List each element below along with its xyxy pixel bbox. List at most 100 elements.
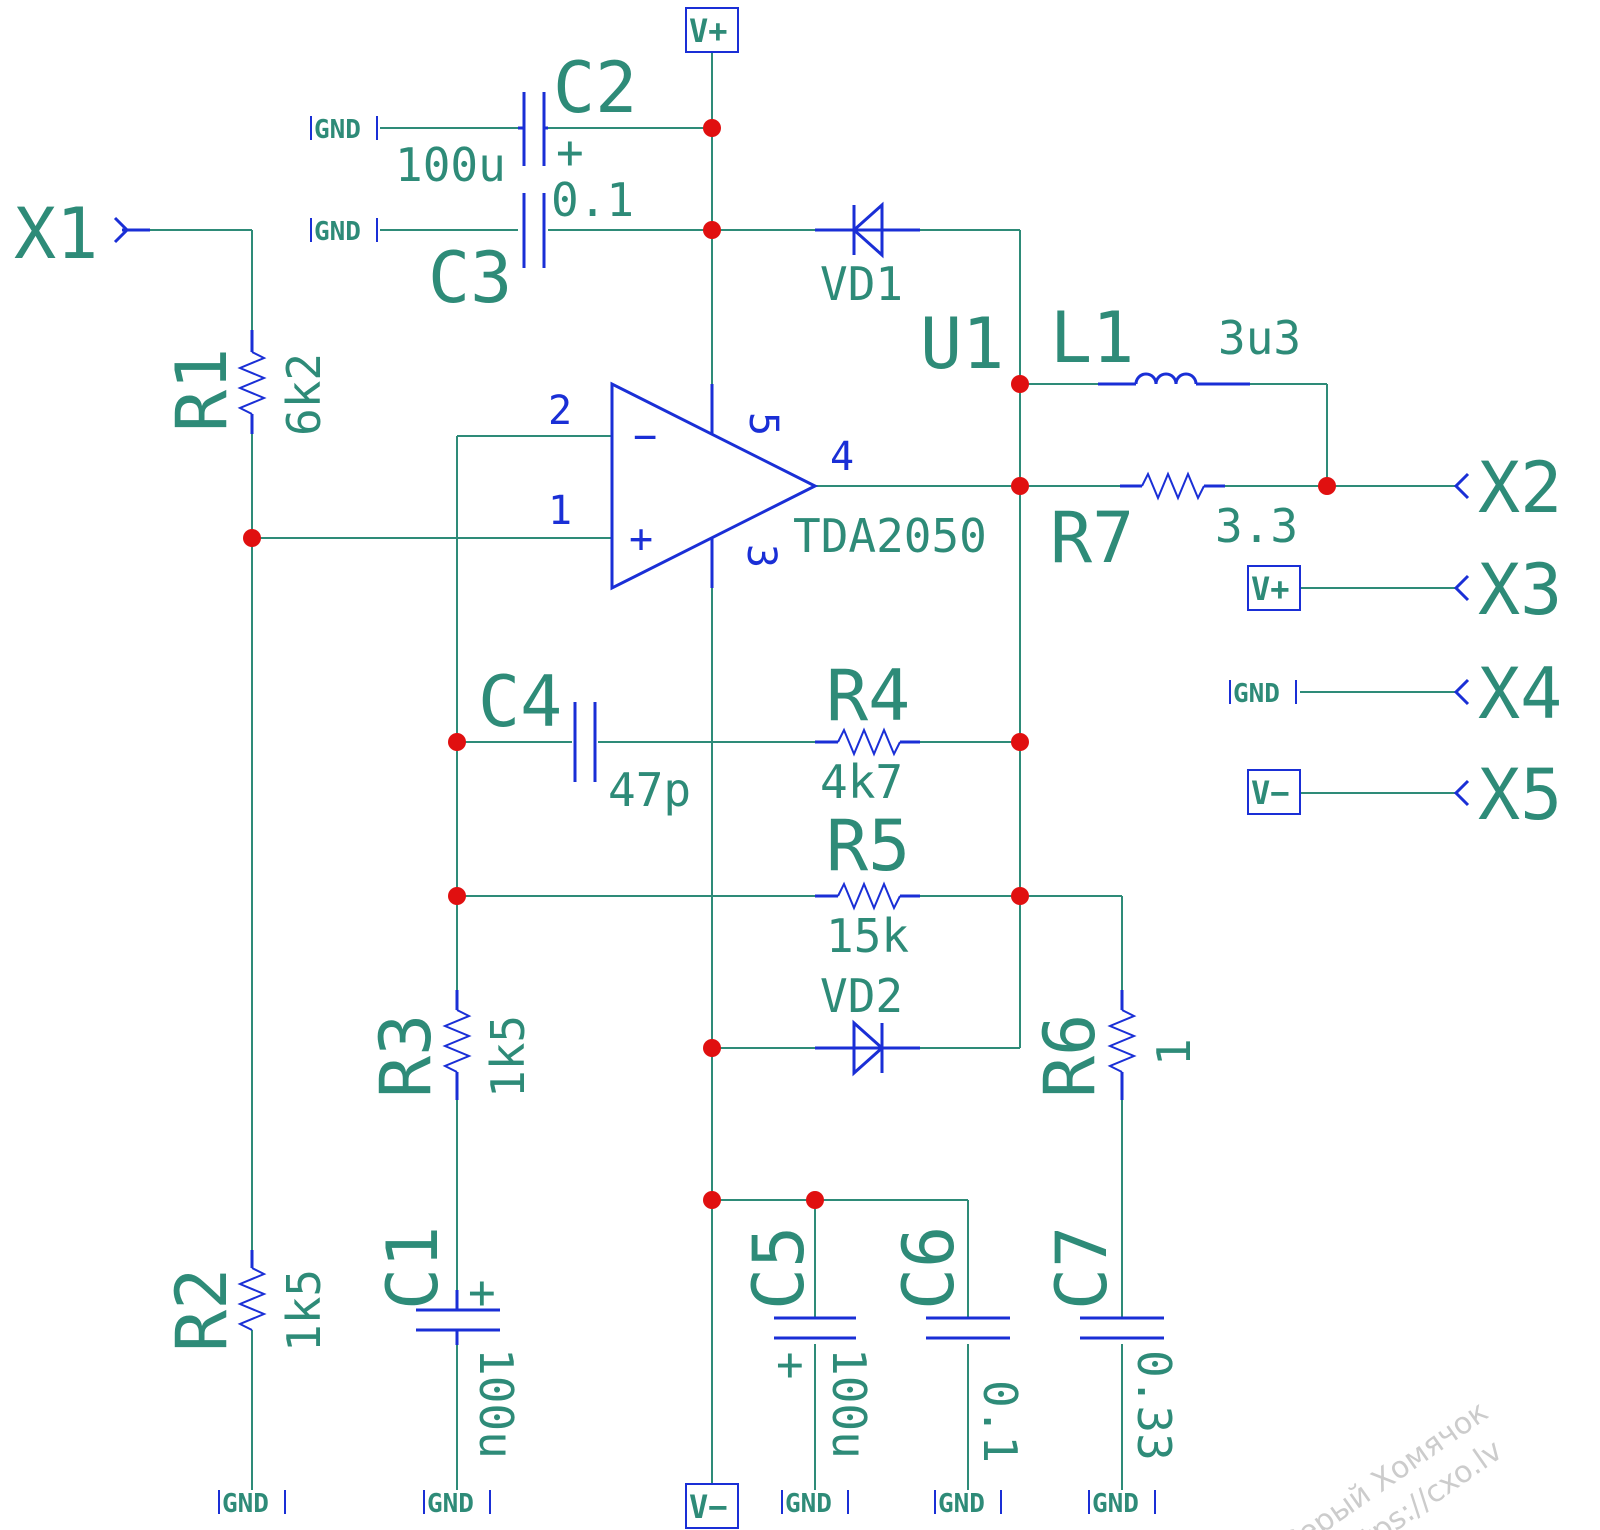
x1-label: X1	[14, 193, 98, 275]
r7-value-label: 3.3	[1215, 499, 1298, 553]
gnd-flag-c6: GND	[934, 1489, 1002, 1519]
capacitor-c2: + C2 100u	[395, 47, 637, 192]
capacitor-c4: C4 47p	[478, 661, 691, 817]
vpos-flag-x3: V+	[1247, 565, 1301, 611]
gnd-flag-c3: GND	[310, 217, 378, 247]
wires	[150, 52, 1458, 1490]
c3-value-label: 0.1	[551, 173, 634, 227]
c4-ref-label: C4	[478, 661, 562, 743]
connector-x3: X3	[1453, 549, 1562, 631]
connector-x5: X5	[1453, 754, 1562, 836]
opamp-plus-sign: +	[629, 516, 653, 562]
capacitor-c6: C6 0.1	[888, 1226, 1027, 1463]
diode-vd1: VD1	[815, 201, 920, 311]
gnd-flag-x4: GND	[1229, 679, 1297, 709]
junction-dots	[243, 119, 1336, 1209]
c3-ref-label: C3	[428, 237, 512, 319]
c1-polarity-mark: +	[468, 1265, 496, 1319]
gnd-flag-c5: GND	[781, 1489, 849, 1519]
vneg-flag-x5: V−	[1247, 769, 1301, 815]
r2-ref-label: R2	[161, 1268, 243, 1352]
r4-value-label: 4k7	[820, 755, 903, 809]
r3-ref-label: R3	[365, 1014, 447, 1098]
opamp-minus-sign: −	[633, 414, 657, 460]
c7-ref-label: C7	[1041, 1226, 1123, 1310]
x4-label: X4	[1478, 653, 1562, 735]
pin-in-plus-label: 1	[548, 488, 572, 534]
pin-vpos-label: 5	[740, 412, 786, 436]
gnd-flag-r2: GND	[218, 1489, 286, 1519]
gnd-label-c2: GND	[314, 115, 361, 145]
c6-value-label: 0.1	[973, 1380, 1027, 1463]
resistor-r3: R3 1k5	[365, 990, 535, 1100]
x5-label: X5	[1478, 754, 1562, 836]
c1-ref-label: C1	[372, 1226, 454, 1310]
opamp-u1: − + 2 1 4 5 3 TDA2050 U1	[548, 303, 1004, 591]
l1-ref-label: L1	[1050, 297, 1134, 379]
r6-ref-label: R6	[1029, 1014, 1111, 1098]
inductor-l1: L1 3u3	[1050, 297, 1301, 386]
r1-ref-label: R1	[161, 348, 243, 432]
vneg-flag-bottom-label: V−	[689, 1488, 728, 1526]
c5-ref-label: C5	[738, 1226, 820, 1310]
x2-label: X2	[1478, 447, 1562, 529]
gnd-label-c3: GND	[314, 217, 361, 247]
connector-x1: X1	[14, 193, 150, 275]
c5-value-label: 100u	[822, 1348, 876, 1459]
r7-ref-label: R7	[1050, 497, 1134, 579]
pin-in-minus-label: 2	[548, 388, 572, 434]
gnd-label-c5: GND	[785, 1489, 832, 1519]
r1-value-label: 6k2	[277, 353, 331, 436]
diode-vd2: VD2	[815, 969, 920, 1077]
r4-ref-label: R4	[826, 655, 910, 737]
capacitor-c5: + C5 100u	[738, 1226, 876, 1459]
r3-value-label: 1k5	[481, 1015, 535, 1098]
gnd-flag-c1: GND	[423, 1489, 491, 1519]
resistor-r2: R2 1k5	[161, 1250, 331, 1352]
watermark: Серый Хомячок https://cxo.lv	[1274, 1394, 1509, 1530]
vpos-flag-top-label: V+	[689, 12, 728, 50]
c2-ref-label: C2	[553, 47, 637, 129]
vpos-flag-x3-label: V+	[1251, 570, 1290, 608]
connector-x2: X2	[1453, 447, 1562, 529]
c7-value-label: 0.33	[1127, 1350, 1181, 1461]
r5-value-label: 15k	[826, 909, 909, 963]
vneg-flag-bottom: V−	[685, 1483, 739, 1529]
r2-value-label: 1k5	[277, 1269, 331, 1352]
resistor-r7: R7 3.3	[1050, 471, 1298, 579]
resistor-r4: R4 4k7	[815, 655, 920, 809]
opamp-ref-label: U1	[920, 303, 1004, 385]
capacitor-c1: + C1 100u	[372, 1226, 523, 1459]
connector-x4: X4	[1453, 653, 1562, 735]
gnd-label-x4: GND	[1233, 679, 1280, 709]
vd1-ref-label: VD1	[820, 257, 903, 311]
r5-ref-label: R5	[826, 805, 910, 887]
c2-polarity-mark: +	[556, 125, 584, 179]
vneg-flag-x5-label: V−	[1251, 774, 1290, 812]
c5-polarity-mark: +	[776, 1337, 804, 1391]
capacitor-c7: C7 0.33	[1041, 1226, 1181, 1461]
gnd-flag-c7: GND	[1088, 1489, 1156, 1519]
c6-ref-label: C6	[888, 1226, 970, 1310]
resistor-r6: R6 1	[1029, 990, 1201, 1100]
opamp-part-label: TDA2050	[793, 509, 987, 563]
gnd-label-c1: GND	[427, 1489, 474, 1519]
vpos-flag-top: V+	[685, 7, 739, 53]
resistor-r5: R5 15k	[815, 805, 920, 963]
vd2-ref-label: VD2	[820, 969, 903, 1023]
gnd-flag-c2: GND	[310, 115, 378, 145]
pin-vneg-label: 3	[738, 544, 784, 568]
capacitor-c3: 0.1 C3	[428, 173, 634, 319]
gnd-label-c6: GND	[938, 1489, 985, 1519]
r6-value-label: 1	[1147, 1038, 1201, 1066]
pin-out-label: 4	[830, 434, 854, 480]
x3-label: X3	[1478, 549, 1562, 631]
l1-value-label: 3u3	[1218, 311, 1301, 365]
c2-value-label: 100u	[395, 138, 506, 192]
c4-value-label: 47p	[608, 763, 691, 817]
c1-value-label: 100u	[469, 1348, 523, 1459]
gnd-label-r2: GND	[222, 1489, 269, 1519]
resistor-r1: R1 6k2	[161, 330, 331, 436]
gnd-label-c7: GND	[1092, 1489, 1139, 1519]
